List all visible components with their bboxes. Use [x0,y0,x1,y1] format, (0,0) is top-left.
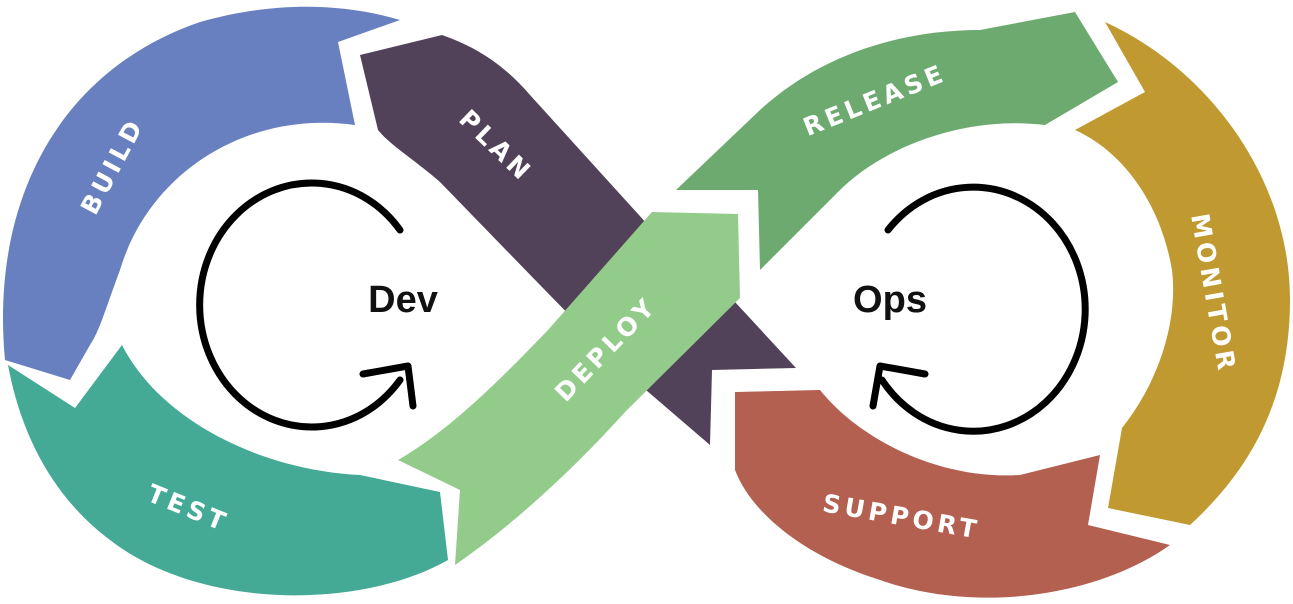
test-segment [8,345,448,596]
release-segment [676,12,1118,270]
dev-cycle-arrow-icon [196,179,404,431]
build-segment [3,6,401,381]
dev-label: Dev [368,279,438,321]
ops-label: Ops [853,279,927,321]
support-segment [735,390,1170,598]
monitor-segment [1075,22,1290,525]
ops-cycle-arrow-icon [878,183,1089,435]
ops-arrowhead-icon [869,362,929,410]
deploy-segment [398,212,740,565]
dev-arrowhead-icon [359,362,417,410]
